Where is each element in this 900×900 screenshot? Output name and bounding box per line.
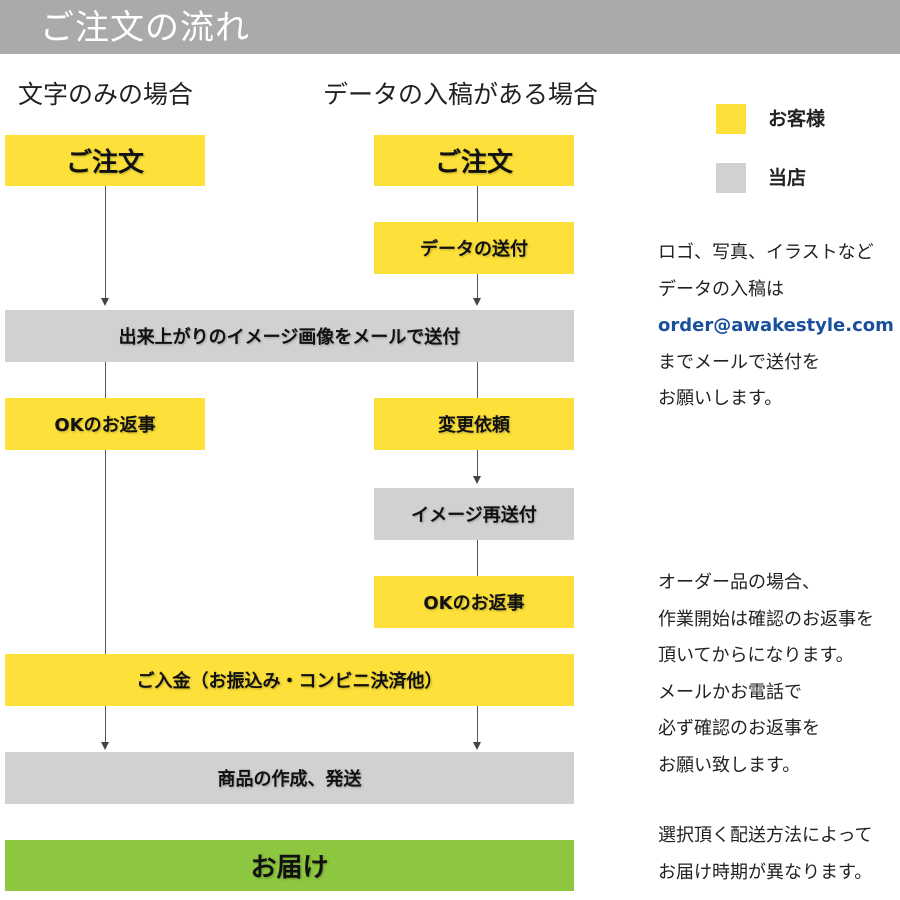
delivery-note: 選択頂く配送方法によって お届け時期が異なります。	[658, 818, 873, 891]
delivery-note-line: お届け時期が異なります。	[658, 861, 873, 883]
change-request-box: 変更依頼	[374, 398, 574, 450]
legend-shop-label: 当店	[768, 167, 807, 189]
order-note-line: 必ず確認のお返事を	[658, 718, 820, 739]
ok-reply-box-left: OKのお返事	[5, 398, 205, 450]
left-column-heading: 文字のみの場合	[18, 80, 194, 109]
arrow-down-icon	[101, 742, 109, 750]
data-send-box: データの送付	[374, 222, 574, 274]
arrow-down-icon	[473, 476, 481, 484]
data-note-line: ロゴ、写真、イラストなど	[658, 242, 874, 263]
order-note-line: 頂いてからになります。	[658, 645, 854, 666]
legend-customer-swatch	[716, 104, 746, 134]
production-box: 商品の作成、発送	[5, 752, 574, 804]
order-box-left: ご注文	[5, 135, 205, 186]
ok-reply-box-right: OKのお返事	[374, 576, 574, 628]
image-send-box: 出来上がりのイメージ画像をメールで送付	[5, 310, 574, 362]
order-note-line: お願い致します。	[658, 754, 801, 776]
connector-line	[477, 450, 478, 478]
data-note-line: データの入稿は	[658, 278, 784, 300]
connector-line	[477, 362, 478, 398]
order-note-line: メールかお電話で	[658, 681, 802, 703]
page-title: ご注文の流れ	[40, 8, 250, 48]
order-note: オーダー品の場合、 作業開始は確認のお返事を 頂いてからになります。 メールかお…	[658, 565, 874, 784]
image-resend-box: イメージ再送付	[374, 488, 574, 540]
data-note: ロゴ、写真、イラストなど データの入稿は order@awakestyle.co…	[658, 235, 894, 418]
connector-line	[477, 274, 478, 300]
email-link[interactable]: order@awakestyle.com	[658, 315, 894, 336]
payment-box: ご入金（お振込み・コンビニ決済他）	[5, 654, 574, 706]
connector-line	[105, 186, 106, 300]
legend-shop-swatch	[716, 163, 746, 193]
title-bar: ご注文の流れ	[0, 0, 900, 54]
data-note-line: お願いします。	[658, 388, 783, 409]
order-box-right: ご注文	[374, 135, 574, 186]
legend-customer-label: お客様	[768, 108, 826, 130]
right-column-heading: データの入稿がある場合	[323, 80, 599, 109]
connector-line	[105, 362, 106, 742]
connector-line	[477, 706, 478, 742]
arrow-down-icon	[473, 742, 481, 750]
delivery-note-line: 選択頂く配送方法によって	[658, 825, 873, 846]
data-note-line: までメールで送付を	[658, 351, 820, 373]
connector-line	[477, 540, 478, 576]
delivery-box: お届け	[5, 840, 574, 891]
order-note-line: オーダー品の場合、	[658, 572, 820, 593]
arrow-down-icon	[101, 298, 109, 306]
arrow-down-icon	[473, 298, 481, 306]
order-note-line: 作業開始は確認のお返事を	[658, 608, 874, 630]
connector-line	[477, 186, 478, 222]
